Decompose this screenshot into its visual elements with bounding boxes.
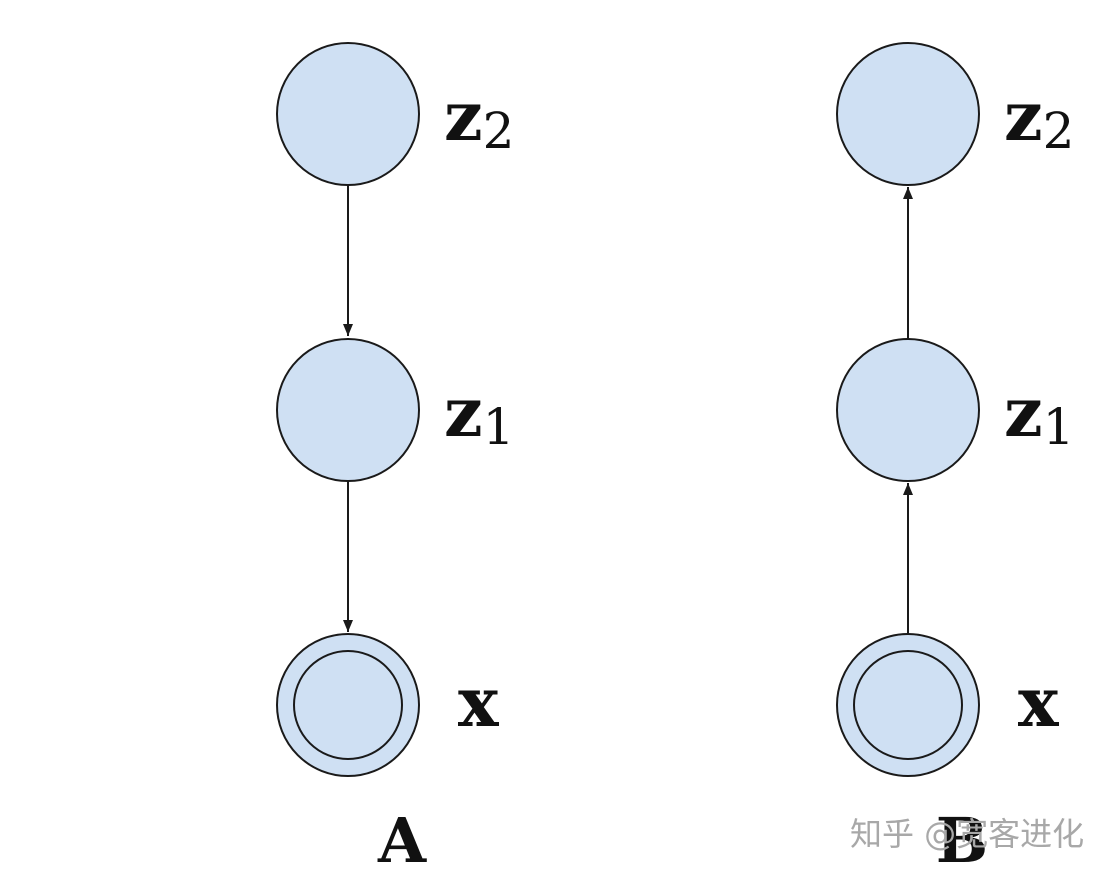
label-z1: z1 bbox=[1004, 373, 1074, 456]
watermark-text: 知乎 @宽客进化 bbox=[850, 815, 1084, 853]
label-z2: z2 bbox=[1004, 77, 1074, 160]
node-z2 bbox=[836, 42, 980, 186]
node-x-inner-ring bbox=[293, 650, 403, 760]
label-z2: z2 bbox=[444, 77, 514, 160]
label-z1: z1 bbox=[444, 373, 514, 456]
label-x: x bbox=[1018, 663, 1059, 743]
panel-label-a: A bbox=[377, 804, 427, 877]
node-z2 bbox=[276, 42, 420, 186]
label-x: x bbox=[458, 663, 499, 743]
node-z1 bbox=[836, 338, 980, 482]
node-z1 bbox=[276, 338, 420, 482]
panel-label-b: B bbox=[936, 804, 988, 877]
node-x-observed bbox=[836, 633, 980, 777]
node-x-observed bbox=[276, 633, 420, 777]
panel-a: z2 z1 x A bbox=[276, 42, 514, 877]
panel-b: z2 z1 x B bbox=[836, 42, 1074, 877]
node-x-inner-ring bbox=[853, 650, 963, 760]
